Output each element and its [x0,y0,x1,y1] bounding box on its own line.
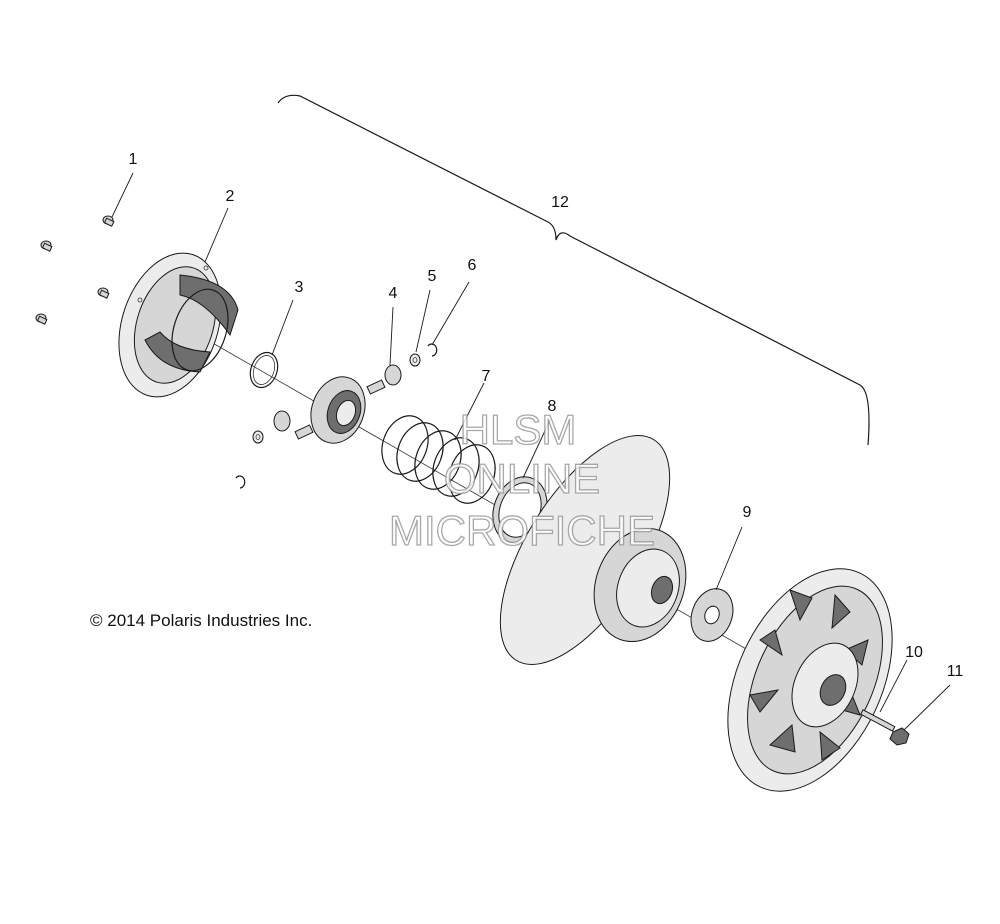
spring [381,415,496,504]
helix-cam [118,252,239,398]
watermark-line1: HLSM [460,406,577,453]
callout-4: 4 [389,285,398,302]
callout-9: 9 [743,504,752,521]
roller-bearing-assembly [273,364,402,444]
fan-cover [727,568,893,792]
callout-8: 8 [548,398,557,415]
callout-5: 5 [428,268,437,285]
callout-6: 6 [468,257,477,274]
snap-ring [249,351,279,389]
moveable-sheave [499,435,687,665]
washer-clip-set [235,343,438,489]
watermark: HLSM ONLINE MICROFICHE [388,405,655,554]
callout-7: 7 [482,368,491,385]
thrust-washer [690,588,734,642]
watermark-line3: MICROFICHE [389,507,655,554]
callout-3: 3 [295,279,304,296]
callout-10: 10 [905,644,923,661]
bolt-nut [860,709,910,746]
callout-2: 2 [226,188,235,205]
assembly-bracket [277,94,870,446]
callout-12: 12 [551,194,569,211]
screw-group [35,215,115,325]
watermark-line2: ONLINE [444,455,600,502]
copyright-text: © 2014 Polaris Industries Inc. [90,611,312,630]
callout-11: 11 [947,663,964,680]
callout-1: 1 [129,151,138,168]
leader-lines [111,172,951,731]
